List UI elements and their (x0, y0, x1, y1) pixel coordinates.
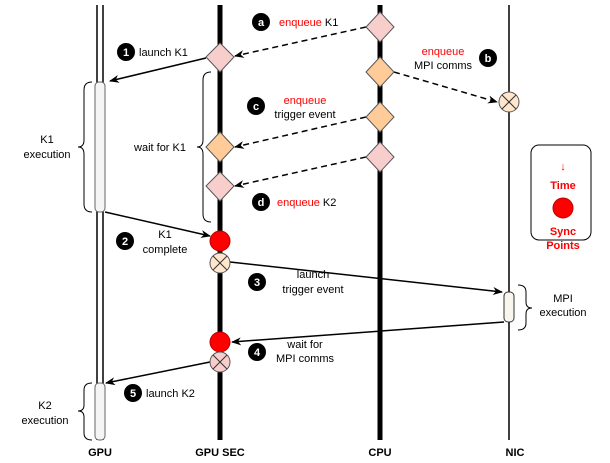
svg-text:trigger event: trigger event (282, 284, 343, 296)
mpi-execution-label: MPI (553, 293, 573, 305)
svg-text:5: 5 (130, 388, 136, 400)
svg-text:MPI comms: MPI comms (276, 353, 335, 365)
lane-label-nic: NIC (506, 447, 525, 459)
cpu-diamond-b (365, 56, 395, 88)
svg-text:launch K1: launch K1 (139, 47, 188, 59)
step-3: 3 launch trigger event (248, 269, 344, 296)
svg-text:MPI comms: MPI comms (414, 60, 473, 72)
step-2: 2 K1 complete (116, 229, 187, 256)
enqueue-trigger-arrow (234, 116, 367, 149)
k1-execution-brace (77, 81, 93, 213)
gpusec-diamond-k1 (205, 42, 235, 73)
svg-text:1: 1 (123, 47, 129, 59)
enqueue-c: c enqueue trigger event (247, 95, 336, 121)
lane-label-gpu: GPU (88, 447, 112, 459)
lane-label-cpu: CPU (368, 447, 391, 459)
k2-execution-bar (94, 382, 106, 441)
nic-event-x-icon (498, 91, 520, 113)
svg-text:3: 3 (254, 277, 260, 289)
enqueue-a: a enqueue K1 (252, 13, 338, 31)
svg-text:complete: complete (143, 244, 188, 256)
lane-label-gpu-sec: GPU SEC (195, 447, 245, 459)
svg-text:trigger event: trigger event (274, 109, 335, 121)
svg-text:2: 2 (122, 236, 128, 248)
legend: ↓ Time Sync (530, 144, 592, 241)
svg-text:Time: Time (550, 180, 575, 192)
step-5: 5 launch K2 (124, 384, 195, 402)
svg-text:4: 4 (254, 347, 261, 359)
k1-complete-arrow (104, 211, 211, 238)
wait-k1-brace (196, 71, 212, 223)
wait-k1-label: wait for K1 (133, 142, 186, 154)
svg-text:Sync: Sync (550, 226, 576, 238)
sync-point-mpi (209, 331, 231, 353)
gpusec-diamond-k2 (205, 171, 235, 202)
enqueue-b: enqueue MPI comms b (414, 46, 497, 72)
svg-text:↓: ↓ (560, 161, 566, 173)
lane-gpu (96, 5, 104, 440)
svg-text:a: a (258, 17, 265, 29)
svg-text:enqueue K1: enqueue K1 (279, 17, 338, 29)
enqueue-k1-arrow (234, 26, 367, 58)
gpusec-diamond-wait (205, 131, 235, 163)
svg-text:c: c (253, 101, 259, 113)
launch-k2-arrow (105, 361, 211, 386)
mpi-execution-brace (517, 284, 533, 331)
legend-sync-label-2: Points (546, 240, 580, 252)
enqueue-k2-arrow (234, 156, 367, 188)
launch-trigger-arrow (229, 261, 503, 295)
svg-text:enqueue K2: enqueue K2 (277, 197, 336, 209)
sync-point-k1-complete (209, 230, 231, 252)
k1-execution-label: K1 (40, 134, 53, 146)
step-4: 4 wait for MPI comms (248, 339, 335, 365)
k1-execution-label-2: execution (23, 149, 70, 161)
svg-text:K1: K1 (158, 229, 171, 241)
svg-text:launch K2: launch K2 (146, 388, 195, 400)
svg-text:wait for: wait for (286, 339, 323, 351)
enqueue-mpi-arrow (393, 71, 498, 104)
mpi-execution-bar (503, 291, 515, 323)
cpu-diamond-a (365, 11, 395, 43)
svg-text:enqueue: enqueue (422, 46, 465, 58)
wait-mpi-arrow (231, 321, 505, 346)
cpu-diamond-d (365, 141, 395, 173)
mpi-execution-label-2: execution (539, 307, 586, 319)
launch-k1-arrow (109, 57, 207, 83)
k1-execution-bar (94, 81, 106, 213)
k2-execution-label: K2 (38, 400, 51, 412)
svg-text:enqueue: enqueue (284, 95, 327, 107)
event-x-icon (209, 252, 231, 274)
svg-text:b: b (485, 53, 492, 65)
cpu-diamond-c (365, 101, 395, 133)
svg-text:d: d (258, 197, 265, 209)
event-x-icon (209, 351, 231, 373)
k2-execution-brace (77, 382, 93, 441)
k2-execution-label-2: execution (21, 415, 68, 427)
step-1: 1 launch K1 (117, 43, 188, 61)
enqueue-d: d enqueue K2 (252, 193, 336, 211)
svg-text:launch: launch (297, 269, 329, 281)
